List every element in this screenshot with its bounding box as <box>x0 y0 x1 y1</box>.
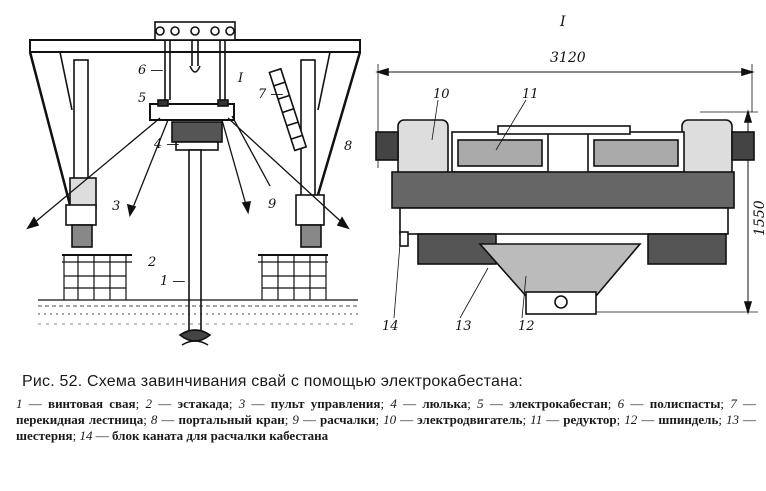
left-portal-crane-drawing <box>26 21 362 346</box>
callout-3: 3 <box>112 199 120 214</box>
legend-text: портальный кран <box>178 412 285 427</box>
callouts: 1 — 2 3 4 — 5 6 — 7 — 8 9 I 10 11 12 13 … <box>112 14 766 334</box>
callout-14: 14 <box>382 319 399 334</box>
callout-12: 12 <box>518 319 535 334</box>
legend-item: 3 — пульт управления; <box>238 396 391 411</box>
figure-caption: Рис. 52. Схема завинчивания свай с помощ… <box>16 373 756 444</box>
legend-text: полиспасты <box>649 396 721 411</box>
callout-10: 10 <box>433 87 450 102</box>
ladder <box>268 67 308 152</box>
legend-number: 5 <box>477 396 484 411</box>
legend-number: 12 <box>624 412 638 427</box>
crane-left-leg <box>28 51 72 206</box>
legend-item: 10 — электродвигатель; <box>383 412 531 427</box>
legend-number: 8 <box>150 412 158 427</box>
callout-7: 7 — <box>258 87 283 102</box>
view-label: I <box>559 14 566 30</box>
trestle-left <box>62 254 132 300</box>
motor-left <box>397 119 449 177</box>
legend-item: 7 — перекидная лестница; <box>16 396 757 427</box>
kabestan-platform <box>149 103 235 121</box>
legend-text: шпиндель <box>658 412 719 427</box>
legend-text: шестерня <box>16 428 73 443</box>
spindle-housing <box>478 243 642 297</box>
callout-6: 6 — <box>138 63 163 78</box>
legend-item: 12 — шпиндель; <box>624 412 726 427</box>
legend-number: 10 <box>383 412 397 427</box>
crane-right-leg <box>313 51 362 206</box>
legend-item: 8 — портальный кран; <box>150 412 293 427</box>
legend-number: 9 <box>292 412 299 427</box>
callout-4: 4 — <box>153 137 179 152</box>
right-section-view-drawing <box>375 64 758 315</box>
legend-text: винтовая свая <box>48 396 136 411</box>
legend-number: 1 <box>16 396 23 411</box>
legend-item: 9 — расчалки; <box>292 412 384 427</box>
motor-right <box>681 119 733 177</box>
legend-item: 13 — шестерня; <box>16 412 757 443</box>
legend-text: пульт управления <box>270 396 381 411</box>
legend-text: электрокабестан <box>509 396 608 411</box>
legend: 1 — винтовая свая; 2 — эстакада; 3 — пул… <box>16 396 756 444</box>
dimension-height: 1550 <box>752 200 766 236</box>
legend-text: расчалки <box>319 412 376 427</box>
dimension-width: 3120 <box>550 50 586 66</box>
legend-number: 7 <box>730 396 737 411</box>
legend-item: 5 — электрокабестан; <box>477 396 618 411</box>
callout-8: 8 <box>344 139 352 154</box>
callout-section-mark: I <box>237 71 244 86</box>
legend-number: 13 <box>725 412 739 427</box>
legend-number: 6 <box>617 396 625 411</box>
callout-13: 13 <box>455 319 472 334</box>
legend-text: эстакада <box>177 396 229 411</box>
legend-number: 3 <box>238 396 246 411</box>
callout-2: 2 <box>147 255 156 270</box>
legend-text: люлька <box>422 396 468 411</box>
caption-title: Рис. 52. Схема завинчивания свай с помощ… <box>22 373 523 390</box>
legend-item: 11 — редуктор; <box>530 412 625 427</box>
legend-text: редуктор <box>563 412 617 427</box>
legend-text: электродвигатель <box>417 412 523 427</box>
legend-number: 11 <box>530 412 543 427</box>
callout-5: 5 <box>138 91 146 106</box>
callout-1: 1 — <box>160 274 185 289</box>
legend-number: 2 <box>145 396 152 411</box>
cradle <box>171 121 223 143</box>
legend-item: 2 — эстакада; <box>145 396 239 411</box>
legend-item: 1 — винтовая свая; <box>16 396 146 411</box>
gear <box>554 295 568 309</box>
technical-drawing: 1 — 2 3 4 — 5 6 — 7 — 8 9 I 10 11 12 13 … <box>26 14 766 346</box>
callout-9: 9 <box>268 197 276 212</box>
legend-text: перекидная лестница <box>16 412 144 427</box>
screw-pile <box>188 149 202 336</box>
legend-number: 4 <box>390 396 397 411</box>
legend-item: 6 — полиспасты; <box>617 396 731 411</box>
legend-item: 4 — люлька; <box>390 396 478 411</box>
legend-text: блок каната для расчалки кабестана <box>111 428 329 443</box>
legend-item: 14 — блок каната для расчалки кабестана <box>79 428 329 443</box>
trestle-right <box>258 254 328 300</box>
crane-top-beam <box>29 39 361 53</box>
callout-11: 11 <box>522 87 539 102</box>
kabestan-body <box>391 171 735 209</box>
legend-number: 14 <box>79 428 93 443</box>
